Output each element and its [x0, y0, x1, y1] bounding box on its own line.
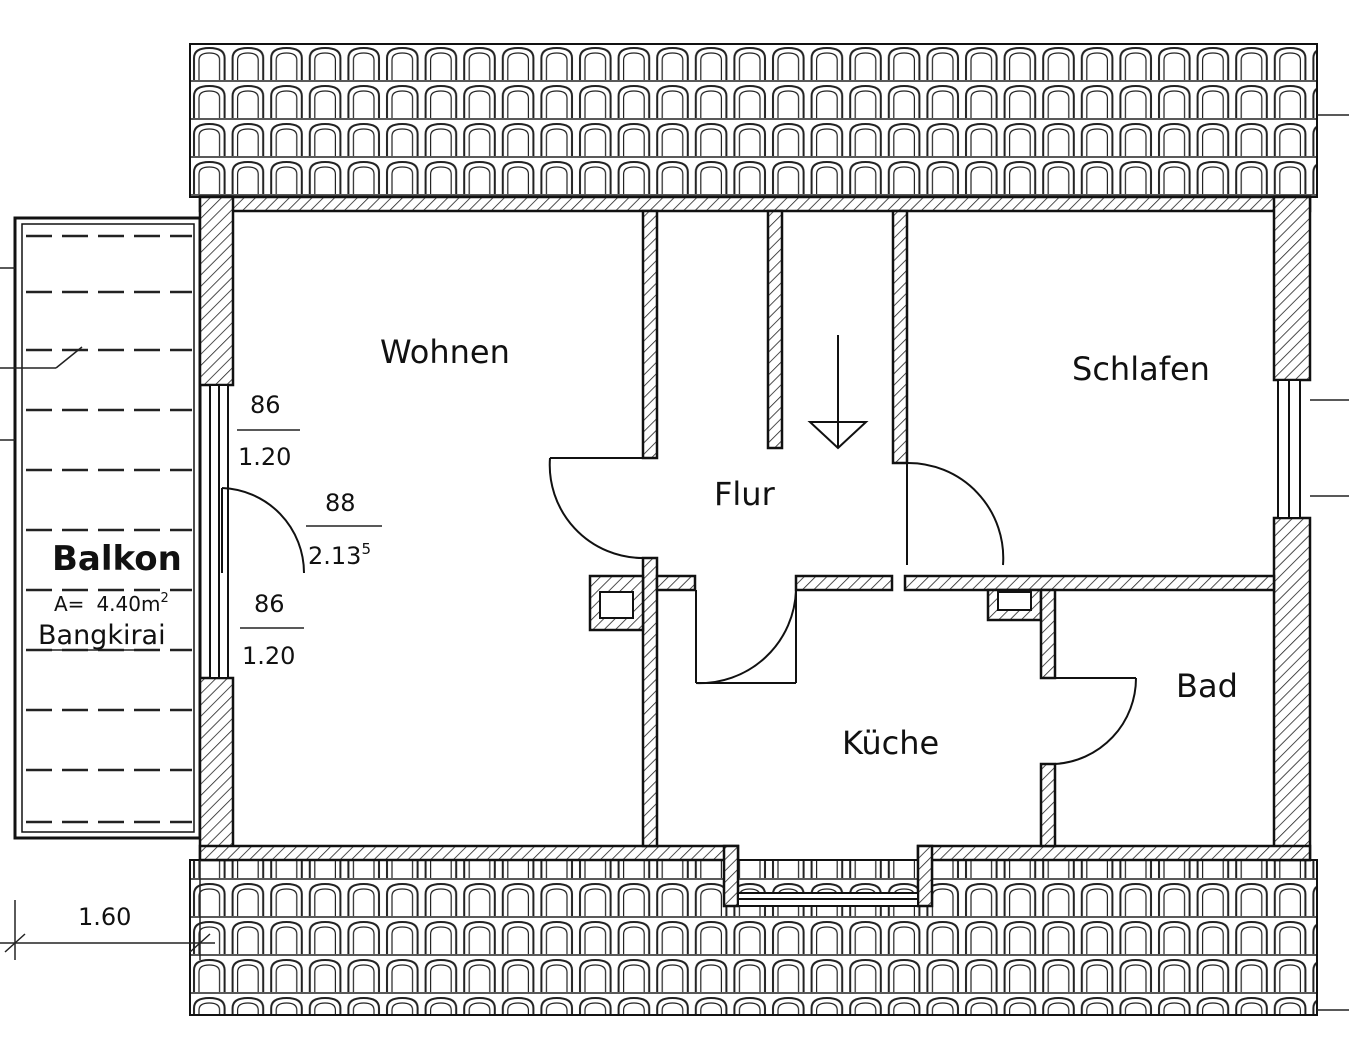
room-label-schlafen: Schlafen: [1072, 350, 1210, 388]
balcony-material: Bangkirai: [38, 620, 166, 651]
door-balcony-width: 88: [325, 489, 356, 517]
room-label-kueche: Küche: [842, 724, 939, 762]
window-upper-width: 86: [250, 391, 281, 419]
door-balcony-height: 2.135: [308, 540, 371, 570]
room-label-wohnen: Wohnen: [380, 333, 510, 371]
window-lower-height: 1.20: [242, 642, 295, 670]
outer-walls: [198, 195, 1312, 908]
dimension-balcony: 1.60: [78, 903, 131, 931]
windows: [209, 379, 1349, 679]
room-label-flur: Flur: [714, 475, 776, 513]
balcony-title: Balkon: [52, 539, 182, 579]
roof-tiles-bottom: [189, 859, 1349, 1016]
roof-tiles-top: [189, 43, 1349, 198]
interior-walls: [588, 209, 1276, 848]
room-label-bad: Bad: [1176, 667, 1238, 705]
balcony-deck: [0, 216, 202, 840]
stair-arrow-icon: [807, 335, 869, 450]
window-upper-height: 1.20: [238, 443, 291, 471]
dimension-line: [0, 860, 215, 960]
door-swings: [221, 457, 1138, 765]
balcony-area: A=4.40m2: [54, 591, 169, 616]
fraction-lines: [38, 429, 382, 651]
window-lower-width: 86: [254, 590, 285, 618]
